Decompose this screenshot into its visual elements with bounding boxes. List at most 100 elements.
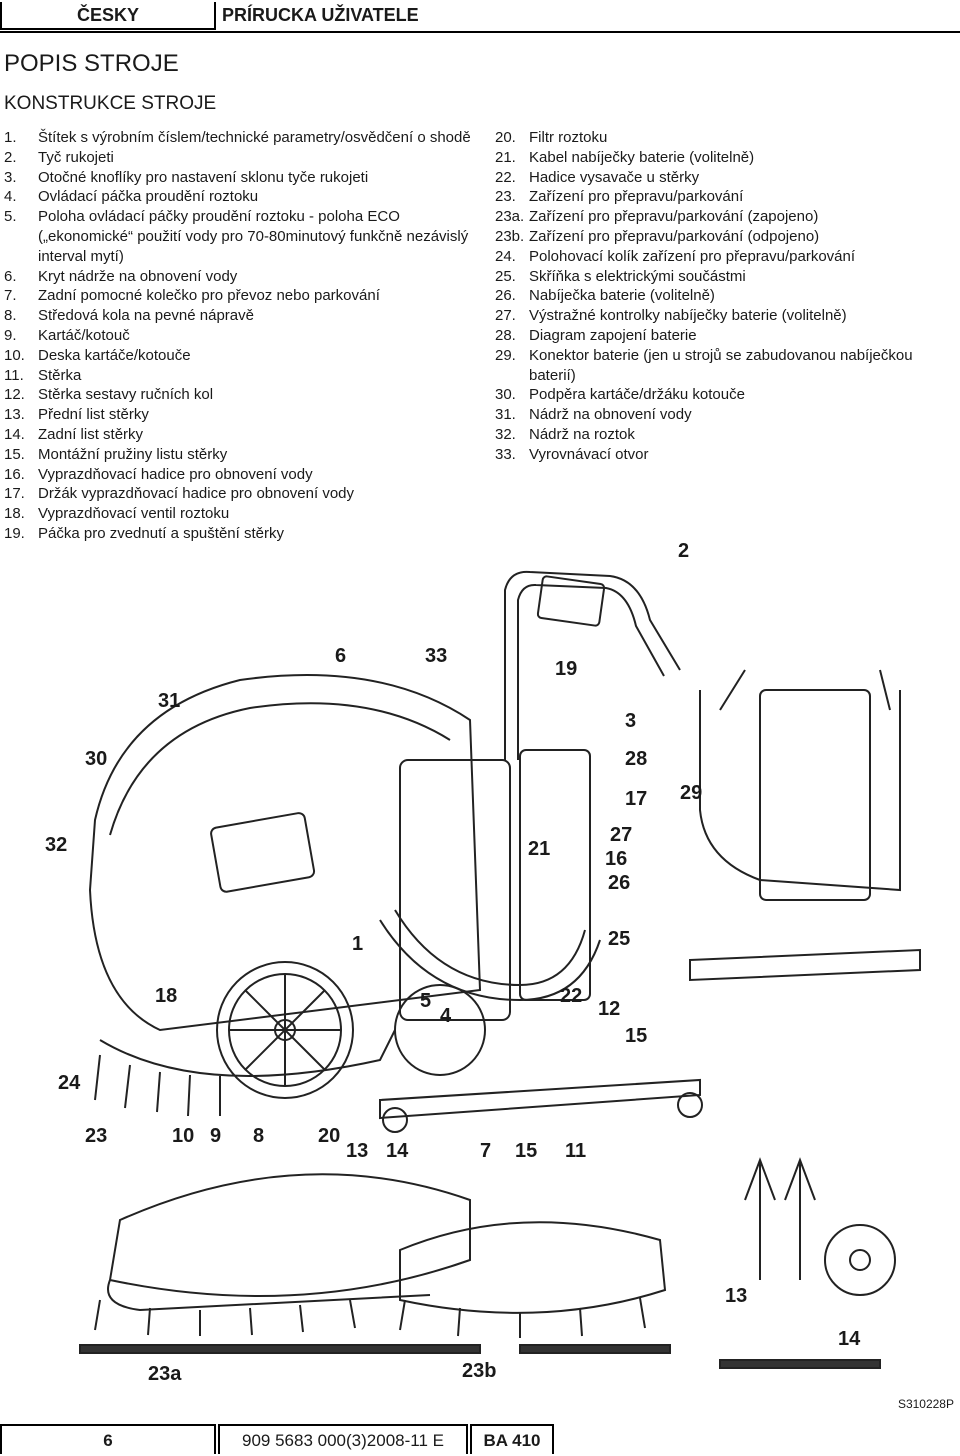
item-text: Držák vyprazdňovací hadice pro obnovení … (38, 485, 355, 503)
item-text: Zařízení pro přepravu/parkování (529, 188, 744, 206)
list-item: 4.Ovládací páčka proudění roztoku (4, 187, 474, 207)
item-text: Konektor baterie (jen u strojů se zabudo… (529, 346, 913, 384)
item-text: Nádrž na obnovení vody (529, 406, 692, 424)
item-number: 1. (4, 129, 17, 146)
callout-14: 14 (386, 1140, 409, 1162)
item-number: 12. (4, 386, 25, 404)
list-item: 20.Filtr roztoku (495, 128, 955, 148)
item-number: 3. (4, 168, 17, 186)
item-text: Kabel nabíječky baterie (volitelně) (529, 148, 755, 166)
callout-26: 26 (608, 872, 631, 894)
callout-29: 29 (680, 782, 703, 804)
list-item: 10.Deska kartáče/kotouče (4, 346, 474, 366)
item-number: 23a. (495, 208, 525, 226)
document-number: 909 5683 000(3)2008-11 E (218, 1424, 468, 1454)
list-item: 15.Montážní pružiny listu stěrky (4, 445, 474, 465)
item-number: 33. (495, 445, 516, 463)
list-item: 14.Zadní list stěrky (4, 425, 474, 445)
callout-24: 24 (58, 1072, 81, 1094)
list-item: 11.Stěrka (4, 366, 474, 386)
item-number: 24. (495, 247, 516, 265)
language-label: ČESKY (0, 2, 216, 30)
section-title: POPIS STROJE (4, 50, 179, 77)
list-item: 2. Tyč rukojeti (4, 148, 474, 168)
page-header: ČESKY PRÍRUCKA UŽIVATELE (0, 0, 960, 33)
callout-27: 27 (610, 824, 633, 846)
list-item: 22.Hadice vysavače u stěrky (495, 168, 955, 188)
manual-title: PRÍRUCKA UŽIVATELE (222, 5, 419, 25)
item-number: 26. (495, 287, 516, 305)
list-item: 9. Kartáč/kotouč (4, 326, 474, 346)
list-item: 23.Zařízení pro přepravu/parkování (495, 187, 955, 207)
callout-21: 21 (528, 838, 551, 860)
item-number: 11. (4, 366, 24, 384)
list-item: 27.Výstražné kontrolky nabíječky baterie… (495, 306, 955, 326)
item-text: Vyrovnávací otvor (529, 445, 649, 463)
item-number: 19. (4, 524, 25, 542)
item-number: 21. (495, 148, 516, 166)
item-number: 29. (495, 346, 516, 364)
list-item: 31.Nádrž na obnovení vody (495, 405, 955, 425)
callout-13b: 13 (725, 1285, 748, 1307)
callout-3: 3 (625, 710, 637, 732)
callout-14b: 14 (838, 1328, 861, 1350)
item-text: Hadice vysavače u stěrky (529, 168, 700, 186)
callout-8: 8 (253, 1125, 265, 1147)
callout-5: 5 (420, 990, 432, 1012)
machine-illustration (79, 570, 921, 1369)
callout-23: 23 (85, 1125, 108, 1147)
item-text: Páčka pro zvednutí a spuštění stěrky (38, 524, 284, 542)
callout-22: 22 (560, 985, 583, 1007)
item-number: 17. (4, 485, 25, 503)
item-text: Kartáč/kotouč (38, 326, 130, 344)
item-text: Výstražné kontrolky nabíječky baterie (v… (529, 307, 847, 325)
callout-30: 30 (85, 748, 108, 770)
callout-2: 2 (678, 540, 690, 562)
list-item: 28.Diagram zapojení baterie (495, 326, 955, 346)
callout-32: 32 (45, 834, 68, 856)
callout-15: 15 (625, 1025, 648, 1047)
list-item: 33. Vyrovnávací otvor (495, 445, 955, 465)
callout-7: 7 (480, 1140, 492, 1162)
callout-25: 25 (608, 928, 631, 950)
item-text: Vyprazdňovací hadice pro obnovení vody (38, 465, 313, 483)
item-text: Tyč rukojeti (38, 148, 114, 166)
list-item: 3. Otočné knoflíky pro nastavení sklonu t… (4, 168, 474, 188)
callout-23b: 23b (462, 1360, 497, 1382)
item-text: Zařízení pro přepravu/parkování (zapojen… (529, 208, 819, 226)
item-number: 30. (495, 386, 516, 404)
callout-15b: 15 (515, 1140, 538, 1162)
list-item: 23b.Zařízení pro přepravu/parkování (odp… (495, 227, 955, 247)
item-number: 4. (4, 188, 17, 206)
callout-1: 1 (352, 933, 364, 955)
item-text: Štítek s výrobním číslem/technické param… (38, 129, 471, 146)
list-item: 7.Zadní pomocné kolečko pro převoz nebo … (4, 286, 474, 306)
list-item: 21. Kabel nabíječky baterie (volitelně) (495, 148, 955, 168)
list-item: 29. Konektor baterie (jen u strojů se zab… (495, 346, 955, 386)
callout-28: 28 (625, 748, 648, 770)
item-text: Filtr roztoku (529, 129, 608, 146)
item-number: 16. (4, 465, 25, 483)
list-item: 32.Nádrž na roztok (495, 425, 955, 445)
item-text: Otočné knoflíky pro nastavení sklonu tyč… (38, 168, 369, 186)
callout-13: 13 (346, 1140, 369, 1162)
item-text: Deska kartáče/kotouče (38, 346, 191, 364)
item-number: 18. (4, 505, 25, 523)
item-text: Zařízení pro přepravu/parkování (odpojen… (529, 227, 820, 245)
item-number: 32. (495, 425, 516, 443)
list-item: 18.Vyprazdňovací ventil roztoku (4, 504, 474, 524)
callout-20: 20 (318, 1125, 341, 1147)
item-text: Poloha ovládací páčky proudění roztoku -… (38, 208, 469, 265)
item-text: Skříňka s elektrickými součástmi (529, 267, 746, 285)
callout-4: 4 (440, 1005, 452, 1027)
item-number: 2. (4, 148, 17, 166)
item-number: 23b. (495, 227, 525, 245)
item-number: 14. (4, 425, 25, 443)
callout-9: 9 (210, 1125, 222, 1147)
callout-17: 17 (625, 788, 648, 810)
page-number: 6 (0, 1424, 216, 1454)
list-item: 6.Kryt nádrže na obnovení vody (4, 267, 474, 287)
item-number: 9. (4, 326, 17, 344)
list-item: 17. Držák vyprazdňovací hadice pro obnove… (4, 484, 474, 504)
item-text: Diagram zapojení baterie (529, 326, 697, 344)
